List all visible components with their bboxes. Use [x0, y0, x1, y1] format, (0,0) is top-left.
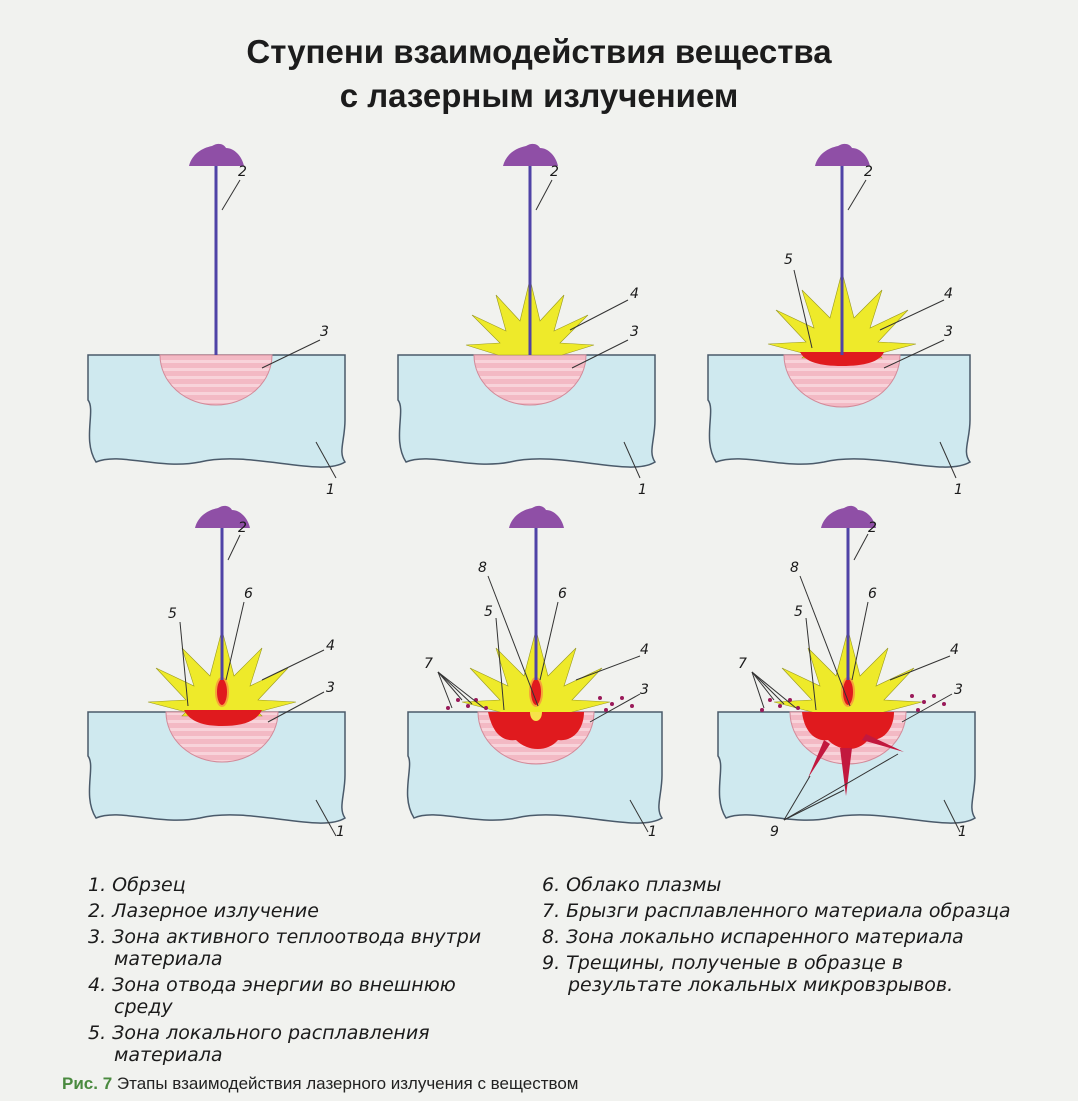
cracks — [808, 734, 904, 796]
label-3: 3 — [640, 682, 649, 698]
stage-5-panel: 7 8 5 6 4 3 1 — [406, 505, 664, 840]
page-title: Ступени взаимодействия вещества с лазерн… — [0, 30, 1078, 118]
label-2: 2 — [868, 520, 877, 536]
heat-zone — [159, 354, 273, 406]
sample-block — [707, 354, 972, 468]
heat-zone — [783, 354, 901, 408]
label-3: 3 — [944, 324, 953, 340]
legend-right: 6. Облако плазмы 7. Брызги расплавленног… — [542, 874, 1012, 1000]
label-7: 7 — [424, 656, 433, 672]
label-1: 1 — [638, 482, 647, 498]
label-4: 4 — [326, 638, 335, 654]
melt-zone — [184, 710, 262, 726]
heat-zone — [165, 711, 279, 763]
legend-item: 2. Лазерное излучение — [88, 900, 319, 922]
legend-item: 9. Трещины, полученые в образце в резуль… — [542, 952, 954, 996]
figure-number: Рис. 7 — [62, 1074, 113, 1093]
stage-1-panel: 2 3 1 — [87, 143, 347, 498]
plasma-cloud — [215, 677, 229, 707]
legend-item: 4. Зона отвода энергии во внешнюю среду — [88, 974, 456, 1018]
label-3: 3 — [954, 682, 963, 698]
heat-zone — [473, 354, 587, 406]
label-1: 1 — [958, 824, 967, 840]
label-3: 3 — [326, 680, 335, 696]
sample-block — [87, 354, 347, 468]
title-line-2: с лазерным излучением — [339, 77, 739, 114]
label-3: 3 — [320, 324, 329, 340]
vapor-zone — [530, 712, 542, 721]
label-4: 4 — [950, 642, 959, 658]
legend-item: 6. Облако плазмы — [542, 874, 722, 896]
legend-item: 7. Брызги расплавленного материала образ… — [542, 900, 1011, 922]
stage-2-panel: 2 4 3 1 — [397, 143, 657, 498]
figure-caption-text: Этапы взаимодействия лазерного излучения… — [112, 1074, 579, 1093]
melt-zone — [488, 712, 584, 749]
legend-left: 1. Обрзец 2. Лазерное излучение 3. Зона … — [88, 874, 508, 1070]
label-2: 2 — [238, 520, 247, 536]
label-5: 5 — [784, 252, 793, 268]
stage-4-panel: 2 5 6 4 3 1 — [87, 505, 347, 840]
label-9: 9 — [770, 824, 779, 840]
legend-item: 1. Обрзец — [88, 874, 186, 896]
legend-item: 8. Зона локально испаренного материала — [542, 926, 964, 948]
title-line-1: Ступени взаимодействия вещества — [246, 33, 832, 70]
label-6: 6 — [868, 586, 877, 602]
legend-item: 3. Зона активного теплоотвода внутри мат… — [88, 926, 482, 970]
label-2: 2 — [550, 164, 559, 180]
splash-droplets — [446, 696, 634, 712]
label-6: 6 — [244, 586, 253, 602]
sample-block — [397, 354, 657, 468]
label-4: 4 — [630, 286, 639, 302]
stage-6-panel: 7 8 5 6 2 4 3 9 1 — [717, 505, 977, 840]
lens-icon — [503, 143, 558, 166]
label-3: 3 — [630, 324, 639, 340]
label-1: 1 — [648, 824, 657, 840]
label-2: 2 — [864, 164, 873, 180]
label-5: 5 — [168, 606, 177, 622]
splash-droplets — [760, 694, 946, 712]
label-8: 8 — [790, 560, 799, 576]
label-8: 8 — [478, 560, 487, 576]
lens-icon — [509, 505, 564, 528]
label-4: 4 — [944, 286, 953, 302]
label-5: 5 — [794, 604, 803, 620]
sample-block — [87, 711, 347, 824]
label-4: 4 — [640, 642, 649, 658]
lens-icon — [189, 143, 244, 166]
figure-caption: Рис. 7 Этапы взаимодействия лазерного из… — [62, 1074, 579, 1094]
label-6: 6 — [558, 586, 567, 602]
lens-icon — [815, 143, 870, 166]
sample-block — [406, 711, 664, 824]
label-1: 1 — [954, 482, 963, 498]
stage-3-panel: 2 5 4 3 1 — [707, 143, 972, 498]
label-7: 7 — [738, 656, 747, 672]
label-1: 1 — [326, 482, 335, 498]
label-5: 5 — [484, 604, 493, 620]
melt-zone — [800, 352, 884, 366]
legend-item: 5. Зона локального расплавления материал… — [88, 1022, 430, 1066]
label-2: 2 — [238, 164, 247, 180]
label-1: 1 — [336, 824, 345, 840]
